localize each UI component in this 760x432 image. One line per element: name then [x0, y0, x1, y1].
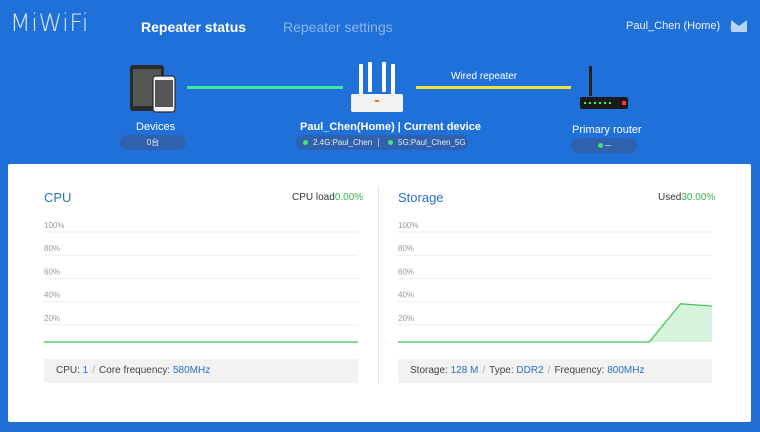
- ssid-5g: 5G:Paul_Chen_5G: [398, 138, 466, 147]
- devices-label: Devices: [136, 121, 176, 133]
- link-line-devices: [187, 86, 343, 89]
- ssid-separator: [378, 138, 379, 147]
- cpu-chart-y-tick-label: 20%: [44, 314, 60, 323]
- info-separator: /: [92, 365, 96, 376]
- user-menu[interactable]: Paul_Chen (Home) ⌄: [626, 20, 737, 32]
- cpu-title: CPU: [44, 190, 72, 205]
- cpu-load-value: 0.00%: [334, 192, 364, 203]
- link-line-wired: [416, 86, 571, 89]
- storage-size-value: 128 M: [450, 365, 479, 376]
- storage-chart-plot: 100% 80% 60% 40% 20%: [398, 221, 713, 343]
- status-card: CPU CPU load0.00% 100% 80% 60% 40% 20% CPU: …: [8, 164, 751, 422]
- cpu-count-value: 1: [82, 365, 89, 376]
- primary-router-label: Primary router: [572, 124, 642, 136]
- cpu-load: CPU load0.00%: [292, 192, 363, 203]
- core-frequency-value: 580MHz: [172, 365, 211, 376]
- user-name: Paul_Chen (Home): [626, 20, 721, 32]
- storage-frequency-label: Frequency:: [554, 365, 608, 376]
- storage-chart-series-line: [398, 303, 713, 343]
- tab-repeater-status[interactable]: Repeater status: [141, 19, 247, 35]
- tab-repeater-settings[interactable]: Repeater settings: [283, 19, 393, 35]
- storage-type-value: DDR2: [516, 365, 544, 376]
- devices-count-badge[interactable]: 0台: [120, 135, 186, 150]
- current-device-label: Paul_Chen(Home) | Current device: [300, 121, 481, 133]
- storage-size-label: Storage:: [410, 365, 451, 376]
- storage-title: Storage: [398, 190, 444, 205]
- router-icon[interactable]: [349, 60, 405, 116]
- logo: MiWiFi: [10, 9, 89, 37]
- wired-repeater-label: Wired repeater: [451, 71, 518, 82]
- cpu-chart-y-tick-label: 80%: [44, 244, 60, 253]
- cpu-chart-y-tick-label: 100%: [44, 221, 64, 230]
- storage-chart-y-tick-label: 40%: [398, 291, 414, 300]
- panel-divider: [378, 186, 379, 384]
- status-dot-5g: [388, 140, 393, 145]
- devices-icon[interactable]: [129, 64, 179, 114]
- cpu-count-label: CPU:: [56, 365, 83, 376]
- cpu-chart-y-tick-label: 40%: [44, 291, 60, 300]
- storage-type-label: Type:: [489, 365, 517, 376]
- storage-chart-y-tick-label: 20%: [398, 314, 414, 323]
- storage-chart-area: [398, 303, 712, 342]
- storage-frequency-value: 800MHz: [607, 365, 645, 376]
- core-frequency-label: Core frequency:: [99, 365, 173, 376]
- primary-router-icon[interactable]: [578, 64, 632, 114]
- storage-used-value: 30.00%: [681, 192, 716, 203]
- storage-used: Used30.00%: [658, 192, 715, 203]
- primary-router-status: [571, 138, 637, 153]
- primary-status-line: [605, 145, 611, 146]
- cpu-load-label: CPU load: [292, 192, 335, 203]
- cpu-chart-y-tick-label: 60%: [44, 267, 60, 276]
- storage-chart-y-tick-label: 60%: [398, 267, 414, 276]
- wifi-ssid-badge: 2.4G:Paul_Chen 5G:Paul_Chen_5G: [296, 135, 468, 150]
- storage-used-label: Used: [658, 192, 682, 203]
- status-dot-24g: [303, 140, 308, 145]
- storage-chart-y-tick-label: 100%: [398, 221, 418, 230]
- storage-chart-y-tick-label: 80%: [398, 244, 414, 253]
- storage-info-bar: Storage: 128 M/Type: DDR2/Frequency: 800…: [398, 359, 712, 383]
- mail-icon[interactable]: [731, 20, 747, 32]
- ssid-24g: 2.4G:Paul_Chen: [313, 138, 373, 147]
- cpu-chart-plot: 100% 80% 60% 40% 20%: [44, 221, 358, 343]
- primary-status-dot: [598, 143, 603, 148]
- info-separator: /: [547, 365, 551, 376]
- info-separator: /: [482, 365, 486, 376]
- cpu-info-bar: CPU: 1/Core frequency: 580MHz: [44, 359, 358, 383]
